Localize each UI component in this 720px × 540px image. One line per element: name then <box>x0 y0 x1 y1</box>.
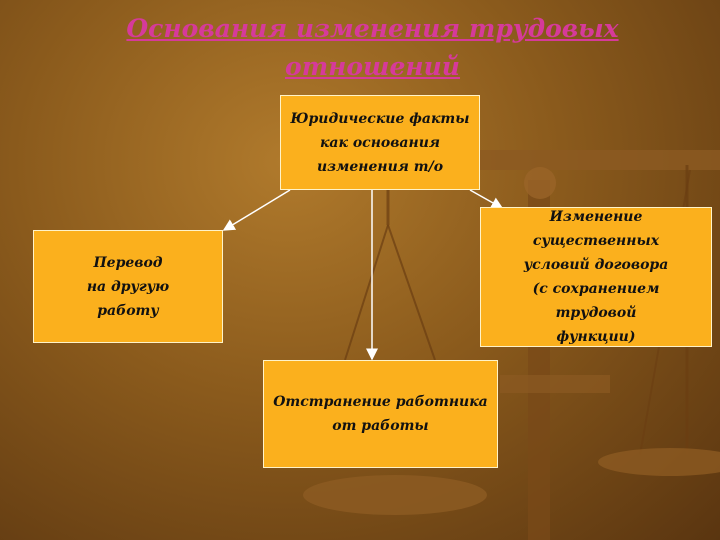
box-right-line1: Изменение <box>549 209 643 225</box>
scales-base-bar <box>500 375 610 393</box>
box-left-line3: работу <box>97 302 159 319</box>
box-suspension: Отстранение работника от работы <box>263 360 498 468</box>
scales-beam <box>440 150 720 170</box>
scales-pan-right <box>598 448 720 476</box>
box-right-line2: существенных <box>532 233 660 249</box>
box-right-line3: условий договора <box>523 257 669 273</box>
box-right-line4: (с сохранением <box>532 281 660 297</box>
slide-title-line1: Основания изменения трудовых <box>126 14 619 43</box>
box-right-line5: трудовой <box>555 305 637 321</box>
box-change-conditions: Изменение существенных условий договора … <box>480 207 712 347</box>
slide-title: Основания изменения трудовых отношений <box>100 10 645 86</box>
box-top-line1: Юридические факты <box>290 110 470 127</box>
box-right-line6: функции) <box>556 329 636 345</box>
scales-pan-left <box>303 475 487 515</box>
box-top-line2: как основания <box>319 134 441 151</box>
arrow-to-right <box>469 189 504 209</box>
slide-title-line2: отношений <box>285 52 460 81</box>
box-top-line3: изменения т/о <box>316 158 444 175</box>
box-left-line2: на другую <box>86 278 170 295</box>
box-left-line1: Перевод <box>93 254 163 271</box>
box-bottom-line2: от работы <box>332 418 429 434</box>
box-bottom-line1: Отстранение работника <box>273 394 488 410</box>
box-legal-facts: Юридические факты как основания изменени… <box>280 95 480 190</box>
box-transfer: Перевод на другую работу <box>33 230 223 343</box>
scales-pivot <box>524 167 556 199</box>
arrow-to-left <box>222 189 291 231</box>
